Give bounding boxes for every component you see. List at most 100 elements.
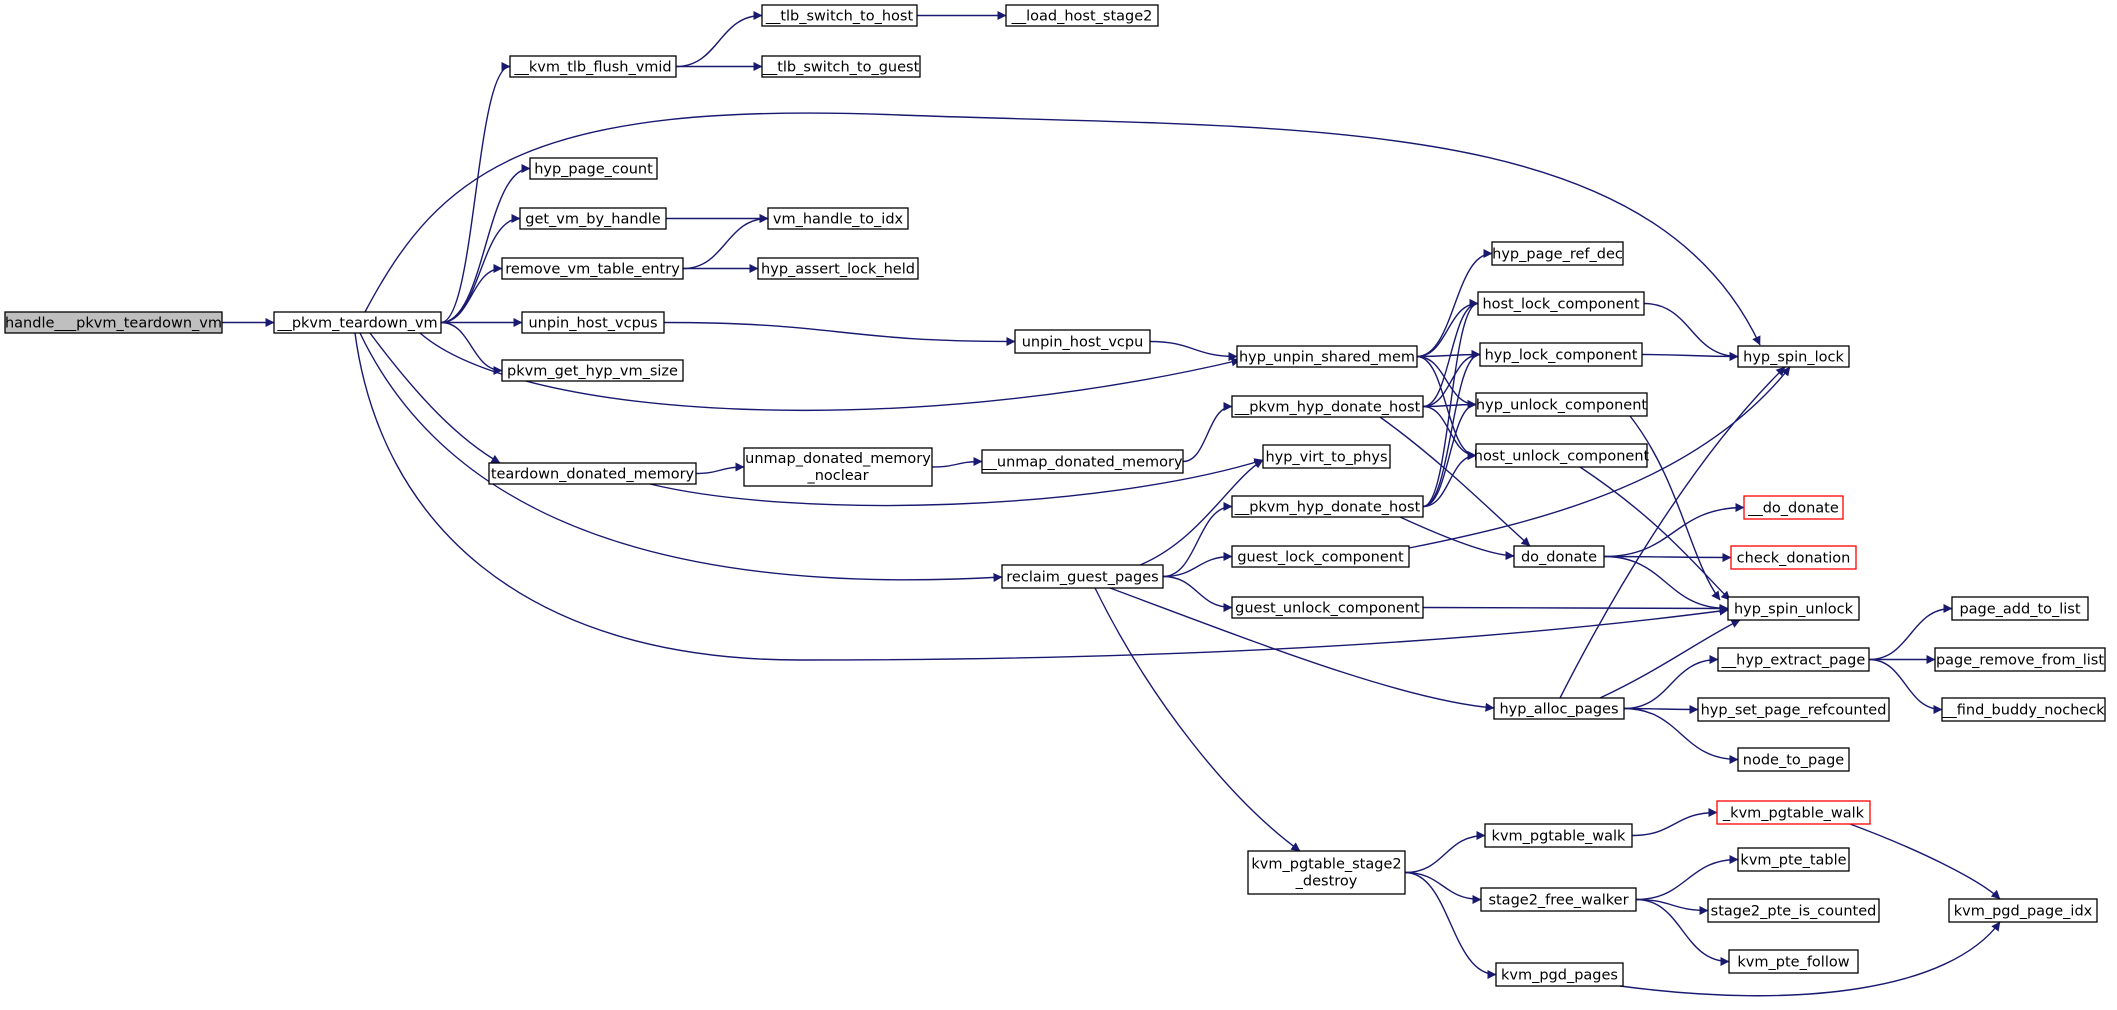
node-do-donate[interactable]: __do_donate xyxy=(1743,495,1844,520)
node-label: pkvm_get_hyp_vm_size xyxy=(507,364,678,380)
node-box xyxy=(1484,823,1633,848)
edge-path xyxy=(1416,355,1477,409)
node-do-donate[interactable]: do_donate xyxy=(1513,545,1605,568)
node-label: host_lock_component xyxy=(1482,297,1639,313)
edge-path xyxy=(1599,619,1741,699)
node-pkvm-hyp-donate-host[interactable]: __pkvm_hyp_donate_host xyxy=(1231,495,1424,518)
node-guest-unlock-component[interactable]: guest_unlock_component xyxy=(1231,596,1424,619)
node-pkvm-get-hyp-vm-size[interactable]: pkvm_get_hyp_vm_size xyxy=(501,359,684,382)
node-kvm-pgtable-stage2[interactable]: kvm_pgtable_stage2_destroy xyxy=(1247,850,1406,895)
node-hyp-unlock-component[interactable]: hyp_unlock_component xyxy=(1475,392,1648,417)
edge-path xyxy=(440,164,531,324)
node-tlb-switch-to-guest[interactable]: __tlb_switch_to_guest xyxy=(761,55,921,78)
node-get-vm-by-handle[interactable]: get_vm_by_handle xyxy=(519,207,667,230)
node-unpin-host-vcpus[interactable]: unpin_host_vcpus xyxy=(521,311,665,334)
node-label: unpin_host_vcpus xyxy=(528,316,657,332)
node-box xyxy=(1743,495,1844,520)
edge-n1-n2 xyxy=(440,62,511,324)
node-unpin-host-vcpu[interactable]: unpin_host_vcpu xyxy=(1014,329,1151,354)
node-kvm-pgd-page-idx[interactable]: kvm_pgd_page_idx xyxy=(1948,898,2098,923)
node-hyp-assert-lock-held[interactable]: hyp_assert_lock_held xyxy=(757,257,919,280)
node-remove-vm-table-entry[interactable]: remove_vm_table_entry xyxy=(501,257,684,280)
node-node-to-page[interactable]: node_to_page xyxy=(1737,747,1850,772)
node-hyp-page-ref-dec[interactable]: hyp_page_ref_dec xyxy=(1491,241,1624,266)
node-box xyxy=(509,55,677,78)
node-hyp-alloc-pages[interactable]: hyp_alloc_pages xyxy=(1493,697,1625,720)
nodes-layer: handle___pkvm_teardown_vm __pkvm_teardown… xyxy=(4,4,2106,987)
node-host-lock-component[interactable]: host_lock_component xyxy=(1477,291,1645,316)
node-kvm-pte-follow[interactable]: kvm_pte_follow xyxy=(1728,949,1859,974)
node-stage2-free-walker[interactable]: stage2_free_walker xyxy=(1480,887,1637,912)
node-kvm-pgtable-walk[interactable]: kvm_pgtable_walk xyxy=(1484,823,1633,848)
node-label: hyp_page_ref_dec xyxy=(1492,247,1623,263)
edge-path xyxy=(1139,459,1264,566)
edge-n28-n29 xyxy=(1162,552,1233,578)
node-kvm-pgtable-walk[interactable]: _kvm_pgtable_walk xyxy=(1716,800,1871,825)
node-box xyxy=(1231,395,1424,418)
edge-n9-n8 xyxy=(682,214,769,270)
node-kvm-pgd-pages[interactable]: kvm_pgd_pages xyxy=(1495,962,1624,987)
node-host-unlock-component[interactable]: host_unlock_component xyxy=(1474,443,1650,468)
node-guest-lock-component[interactable]: guest_lock_component xyxy=(1231,545,1410,568)
node-label: kvm_pgd_pages xyxy=(1501,968,1618,984)
edge-n26-n17 xyxy=(1422,350,1481,508)
node-hyp-unpin-shared-mem[interactable]: hyp_unpin_shared_mem xyxy=(1236,345,1418,368)
node-load-host-stage2[interactable]: __load_host_stage2 xyxy=(1005,4,1159,27)
node-hyp-page-count[interactable]: hyp_page_count xyxy=(529,157,658,180)
node-label: hyp_unlock_component xyxy=(1476,398,1647,414)
node-label: host_unlock_component xyxy=(1474,449,1650,465)
node-tlb-switch-to-host[interactable]: __tlb_switch_to_host xyxy=(761,4,918,27)
edge-n26-n30 xyxy=(1399,516,1515,561)
node-label: unmap_donated_memory xyxy=(745,451,931,467)
edge-n42-n41 xyxy=(1631,808,1718,837)
node-kvm-tlb-flush-vmid[interactable]: __kvm_tlb_flush_vmid xyxy=(509,55,677,78)
node-handle---pkvm-teardown-vm[interactable]: handle___pkvm_teardown_vm xyxy=(4,311,223,334)
edge-path xyxy=(663,321,1016,346)
node-unmap-donated-memory[interactable]: __unmap_donated_memory xyxy=(981,449,1184,474)
edge-n30-n27 xyxy=(1603,503,1745,558)
node-hyp-lock-component[interactable]: hyp_lock_component xyxy=(1479,342,1643,367)
edge-n45-n43 xyxy=(1635,855,1739,901)
node-box xyxy=(1231,495,1424,518)
node-box xyxy=(1475,443,1648,468)
edge-n11-n12 xyxy=(663,321,1016,346)
node-label: __pkvm_teardown_vm xyxy=(276,316,437,332)
node-reclaim-guest-pages[interactable]: reclaim_guest_pages xyxy=(1001,564,1164,589)
edge-n20-n33 xyxy=(1629,415,1721,601)
edge-n30-n33 xyxy=(1603,555,1729,613)
edge-path xyxy=(1422,299,1479,508)
node-unmap-donated-memory[interactable]: unmap_donated_memory_noclear xyxy=(743,447,933,487)
node-label: __kvm_tlb_flush_vmid xyxy=(513,60,671,76)
edge-path xyxy=(695,462,745,475)
node-find-buddy-nocheck[interactable]: __find_buddy_nocheck xyxy=(1941,697,2106,722)
node-label: vm_handle_to_idx xyxy=(773,212,904,228)
node-kvm-pte-table[interactable]: kvm_pte_table xyxy=(1737,847,1850,872)
node-hyp-spin-unlock[interactable]: hyp_spin_unlock xyxy=(1727,596,1860,621)
node-pkvm-hyp-donate-host[interactable]: __pkvm_hyp_donate_host xyxy=(1231,395,1424,418)
edge-n37-n35 xyxy=(1623,655,1719,710)
edge-path xyxy=(1094,587,1301,852)
node-box xyxy=(1480,887,1637,912)
node-stage2-pte-is-counted[interactable]: stage2_pte_is_counted xyxy=(1707,898,1880,923)
node-label: kvm_pte_follow xyxy=(1737,955,1849,971)
node-page-add-to-list[interactable]: page_add_to_list xyxy=(1951,596,2089,621)
node-hyp-set-page-refcounted[interactable]: hyp_set_page_refcounted xyxy=(1697,697,1890,722)
node-hyp-extract-page[interactable]: __hyp_extract_page xyxy=(1717,647,1870,672)
node-label: teardown_donated_memory xyxy=(491,467,695,483)
edge-path xyxy=(1579,466,1731,601)
node-pkvm-teardown-vm[interactable]: __pkvm_teardown_vm xyxy=(273,311,442,334)
node-box xyxy=(767,207,909,230)
node-hyp-spin-lock[interactable]: hyp_spin_lock xyxy=(1737,345,1850,368)
node-vm-handle-to-idx[interactable]: vm_handle_to_idx xyxy=(767,207,909,230)
node-page-remove-from-list[interactable]: page_remove_from_list xyxy=(1934,647,2106,672)
node-hyp-virt-to-phys[interactable]: hyp_virt_to_phys xyxy=(1262,444,1391,469)
edge-n49-n47 xyxy=(1619,921,2001,997)
node-box xyxy=(757,257,919,280)
node-teardown-donated-memory[interactable]: teardown_donated_memory xyxy=(488,462,697,485)
node-label: __tlb_switch_to_host xyxy=(765,9,914,25)
edge-n45-n46 xyxy=(1635,898,1709,915)
node-check-donation[interactable]: check_donation xyxy=(1730,545,1857,570)
node-label: page_add_to_list xyxy=(1959,602,2080,618)
edge-path xyxy=(1404,871,1482,904)
edge-path xyxy=(1631,808,1718,837)
